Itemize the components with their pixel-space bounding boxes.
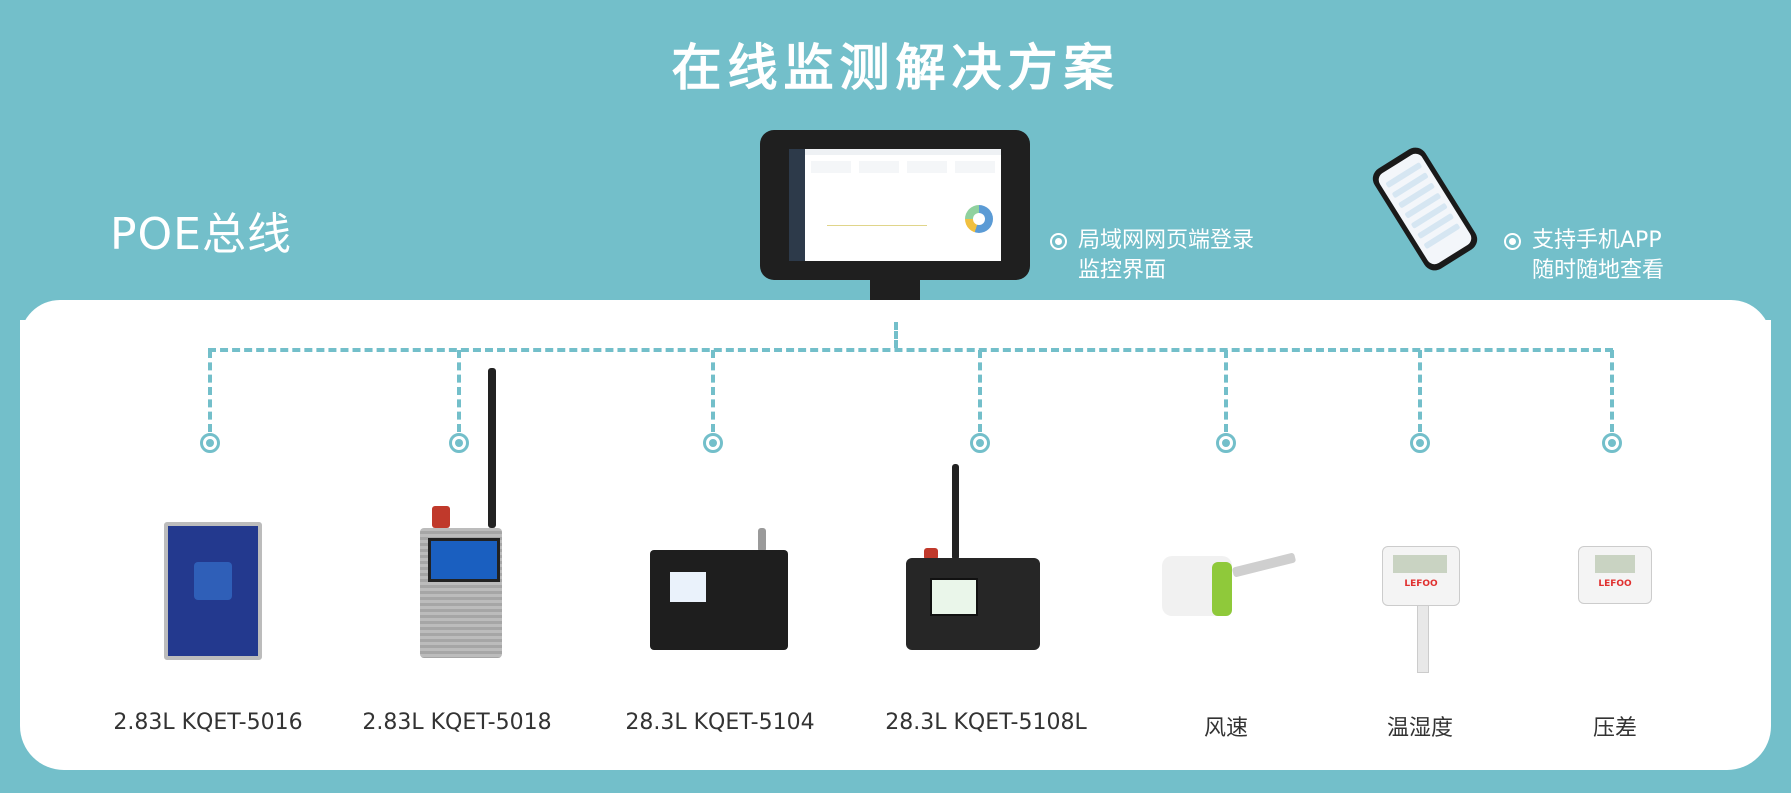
app-note-bullet-icon [1504,233,1521,250]
device-screen [670,572,706,602]
branch-line [1224,350,1228,432]
web-note-bullet-icon [1050,233,1067,250]
connection-node-icon [1216,433,1236,453]
particle-counter-5016-icon [164,522,262,660]
device-label: 温湿度 [1386,716,1453,741]
web-login-note: 局域网网页端登录 监控界面 [1078,226,1254,286]
device-label: 2.83L KQET-5018 [362,710,552,735]
sensor-probe [1417,605,1429,673]
dashboard-card [859,161,899,173]
branch-line [457,350,461,432]
branch-line [978,350,982,432]
device-panel [20,320,1771,770]
bus-line [208,348,1613,352]
branch-line [711,350,715,432]
brand-logo: LEFOO [1404,579,1438,589]
temperature-humidity-sensor-icon: LEFOO [1382,546,1460,673]
antenna-icon [488,368,496,528]
particle-counter-5108l-icon [906,558,1040,650]
branch-line [1418,350,1422,432]
web-dashboard-screen [789,149,1001,261]
dashboard-card [907,161,947,173]
sensor-lcd [1595,555,1635,573]
phone-app-screen [1375,150,1475,268]
connection-node-icon [449,433,469,453]
dashboard-chart-line [827,225,927,226]
dashboard-card [811,161,851,173]
connection-node-icon [703,433,723,453]
brand-logo: LEFOO [1598,579,1632,589]
connection-node-icon [1602,433,1622,453]
device-label: 2.83L KQET-5016 [113,710,303,735]
dashboard-topbar [805,149,1001,155]
mobile-app-note: 支持手机APP 随时随地查看 [1532,226,1664,286]
particle-counter-5018-icon [420,528,502,658]
alarm-light-icon [432,506,450,528]
phone-icon [1368,143,1482,275]
web-login-note-line: 局域网网页端登录 [1078,228,1255,253]
branch-line [208,350,212,432]
sensor-lcd [1393,555,1447,573]
device-label: 28.3L KQET-5104 [625,710,815,735]
monitor-icon [760,130,1030,280]
wind-speed-sensor-icon [1162,556,1232,616]
branch-line [1610,350,1614,432]
alarm-light-icon [924,548,938,560]
bus-label: POE总线 [110,209,292,260]
dashboard-card [955,161,995,173]
inlet-nozzle-icon [758,528,766,552]
device-screen [428,538,500,582]
particle-counter-5104-icon [650,550,788,650]
donut-chart-icon [965,205,993,233]
device-label: 压差 [1592,716,1637,741]
mobile-app-note-line: 支持手机APP [1532,228,1662,253]
mobile-app-note-line: 随时随地查看 [1532,258,1665,283]
device-screen [930,578,978,616]
antenna-icon [952,464,959,560]
differential-pressure-sensor-icon: LEFOO [1578,546,1652,604]
device-label: 28.3L KQET-5108L [885,710,1087,735]
device-logo-icon [194,562,232,600]
sensor-accent [1212,562,1232,616]
diagram-title: 在线监测解决方案 [671,39,1120,97]
device-label: 风速 [1203,716,1248,741]
connection-node-icon [200,433,220,453]
dashboard-sidebar [789,149,805,261]
trunk-connector-line [894,322,898,348]
connection-node-icon [1410,433,1430,453]
web-login-note-line: 监控界面 [1078,258,1167,283]
connection-node-icon [970,433,990,453]
